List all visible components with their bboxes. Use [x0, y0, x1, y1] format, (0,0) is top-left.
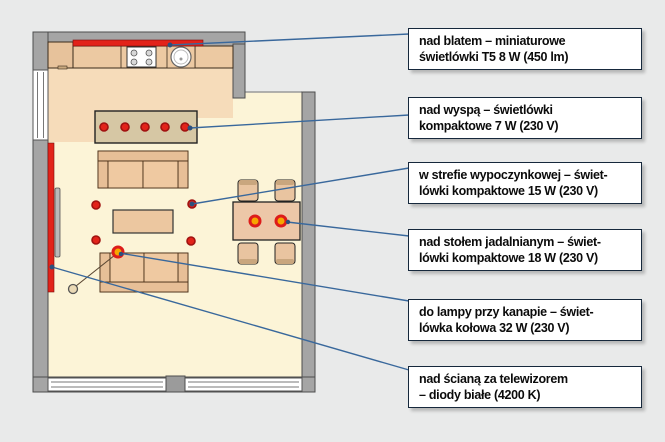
- callout-text: świetlówki T5 8 W (450 lm): [419, 49, 569, 64]
- kitchen-island: [94, 110, 198, 144]
- callout-text: do lampy przy kanapie – świet-: [419, 305, 594, 319]
- callout-worktop: nad blatem – miniaturowe świetlówki T5 8…: [408, 28, 642, 70]
- leader-dot: [118, 251, 124, 257]
- burner: [145, 49, 153, 57]
- callout-text: w strefie wypoczynkowej – świet-: [419, 168, 608, 182]
- light-point: [160, 122, 170, 132]
- leader-sofalamp: [118, 252, 410, 302]
- leader-dining: [286, 221, 410, 237]
- callout-text: nad stołem jadalnianym – świet-: [419, 235, 601, 249]
- light-point: [91, 235, 101, 245]
- callout-text: nad ścianą za telewizorem: [419, 372, 568, 386]
- island-light-points: [99, 122, 190, 132]
- sink: [166, 45, 196, 69]
- leader-tvwall: [51, 266, 410, 371]
- cabinet-handle: [57, 65, 68, 70]
- light-point: [120, 122, 130, 132]
- callout-text: nad wyspą – świetlówki: [419, 103, 553, 117]
- right-wall: [301, 91, 316, 393]
- kitchen-partition-wall: [232, 43, 246, 99]
- tv-wall-led-strip: [47, 142, 55, 293]
- callout-relax: w strefie wypoczynkowej – świet- lówki k…: [408, 162, 642, 204]
- leader-worktop: [169, 33, 410, 46]
- stove: [126, 46, 157, 68]
- leader-island: [189, 114, 410, 129]
- sofa-bottom: [99, 252, 189, 293]
- leader-dot: [167, 42, 173, 48]
- coffee-table: [112, 209, 174, 234]
- callout-sofalamp: do lampy przy kanapie – świet- lówka koł…: [408, 299, 642, 341]
- bottom-window-mullion: [165, 375, 186, 393]
- dining-chairs: [237, 179, 296, 265]
- floor-lamp: [67, 283, 79, 295]
- left-window: [32, 69, 49, 141]
- leader-lines: [51, 33, 410, 371]
- dining-pendant-point: [274, 214, 288, 228]
- leader-dot: [49, 264, 55, 270]
- callout-text: – diody białe (4200 K): [419, 387, 541, 402]
- burner: [130, 49, 138, 57]
- light-point: [99, 122, 109, 132]
- leader-dot: [285, 219, 291, 225]
- light-point: [186, 236, 196, 246]
- light-point: [140, 122, 150, 132]
- dining-pendant-point: [248, 214, 262, 228]
- callout-dining: nad stołem jadalnianym – świet- lówki ko…: [408, 229, 642, 271]
- leader-dot: [189, 201, 195, 207]
- lamp-wire: [75, 254, 116, 287]
- callout-text: kompaktowe 7 W (230 V): [419, 118, 559, 133]
- light-point: [91, 200, 101, 210]
- bottom-window-left: [47, 377, 167, 392]
- tv: [54, 187, 61, 258]
- callout-text: nad blatem – miniaturowe: [419, 34, 566, 48]
- leader-relax: [191, 167, 410, 205]
- callout-island: nad wyspą – świetlówki kompaktowe 7 W (2…: [408, 97, 642, 139]
- callout-tvwall: nad ścianą za telewizorem – diody białe …: [408, 366, 642, 408]
- bottom-window-right: [184, 377, 303, 392]
- callout-text: lówka kołowa 32 W (230 V): [419, 320, 570, 335]
- burner: [130, 58, 138, 66]
- leader-dot: [187, 125, 193, 131]
- corner-cabinet: [47, 41, 74, 69]
- callout-text: lówki kompaktowe 18 W (230 V): [419, 250, 598, 265]
- sofa-top: [97, 150, 189, 189]
- leader-endpoint-dots: [49, 42, 291, 270]
- burner: [145, 58, 153, 66]
- callout-text: lówki kompaktowe 15 W (230 V): [419, 183, 598, 198]
- worktop-led-strip: [72, 39, 204, 47]
